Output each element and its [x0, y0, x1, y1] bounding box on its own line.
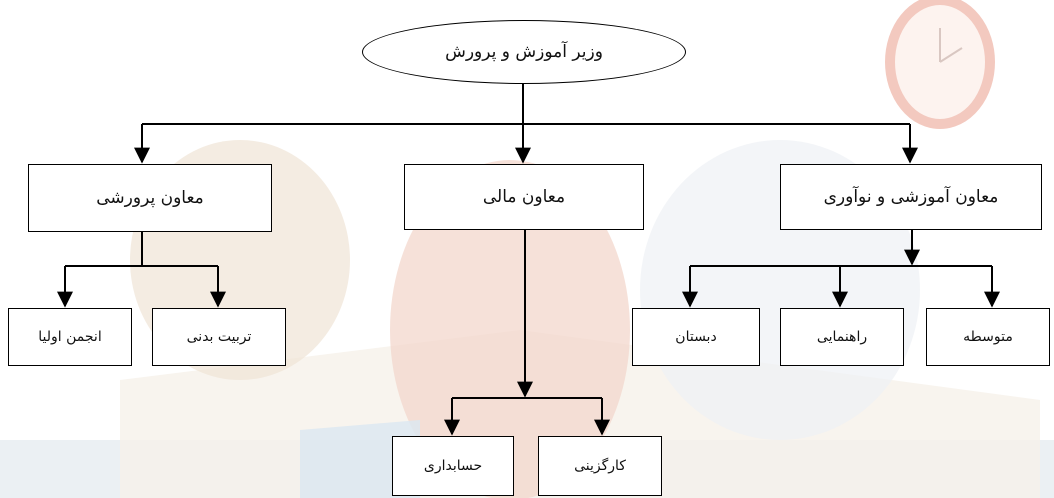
minister-label: وزیر آموزش و پرورش — [445, 42, 603, 62]
minister-node: وزیر آموزش و پرورش — [362, 20, 686, 84]
deputy-training-label: معاون پرورشی — [96, 188, 204, 208]
unit-physical-education-node: تربیت بدنی — [152, 308, 286, 366]
unit-physical-education-label: تربیت بدنی — [186, 329, 252, 345]
unit-parents-association-node: انجمن اولیا — [8, 308, 132, 366]
unit-recruitment-label: کارگزینی — [574, 458, 626, 474]
deputy-financial-label: معاون مالی — [482, 187, 566, 207]
screen-shape — [300, 420, 420, 498]
unit-accounting-label: حسابداری — [423, 458, 483, 474]
unit-secondary-label: متوسطه — [963, 329, 1013, 345]
unit-accounting-node: حسابداری — [392, 436, 514, 496]
unit-guidance-node: راهنمایی — [780, 308, 904, 366]
deputy-education-node: معاون آموزشی و نوآوری — [780, 164, 1042, 230]
unit-guidance-label: راهنمایی — [816, 329, 868, 345]
deputy-financial-node: معاون مالی — [404, 164, 644, 230]
deputy-education-label: معاون آموزشی و نوآوری — [823, 187, 999, 207]
unit-recruitment-node: کارگزینی — [538, 436, 662, 496]
clock-hand-icon — [939, 47, 963, 63]
person-center-silhouette — [390, 160, 630, 498]
unit-primary-node: دبستان — [632, 308, 760, 366]
unit-secondary-node: متوسطه — [926, 308, 1050, 366]
unit-parents-association-label: انجمن اولیا — [38, 329, 102, 345]
deputy-training-node: معاون پرورشی — [28, 164, 272, 232]
unit-primary-label: دبستان — [675, 329, 717, 345]
